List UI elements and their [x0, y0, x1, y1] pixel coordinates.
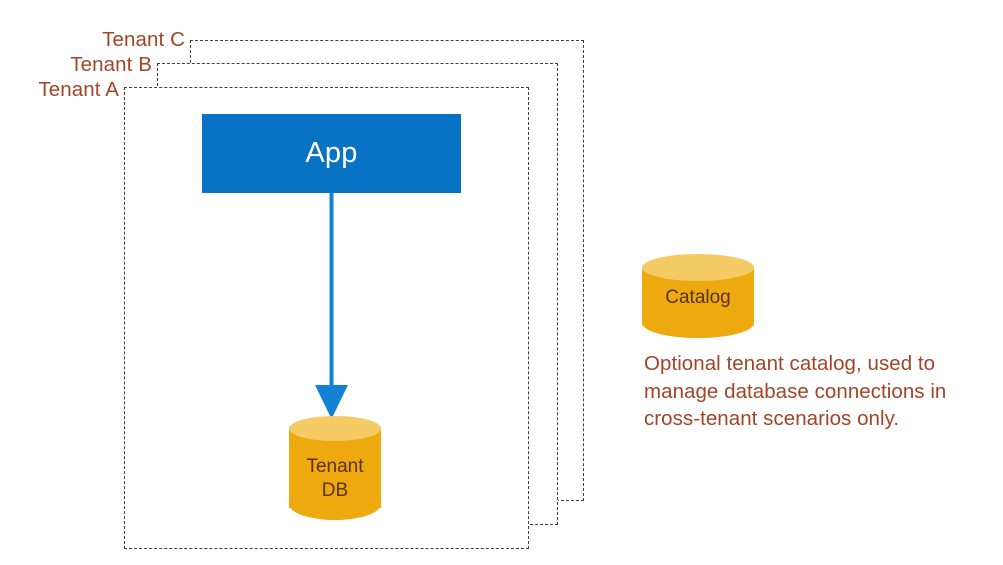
app-node-label: App	[305, 137, 358, 169]
tenant-db-label: Tenant DB	[289, 455, 381, 503]
arrow-down-icon	[315, 193, 348, 419]
catalog-cylinder: Catalog	[642, 254, 754, 338]
tenant-db-cylinder: Tenant DB	[289, 416, 381, 520]
cylinder-body-shape	[289, 428, 381, 508]
cylinder-top-shape	[289, 416, 381, 441]
tenant-db-label-line2: DB	[321, 480, 349, 501]
catalog-caption-line2: manage database connections in	[644, 379, 947, 403]
tenant-label-c: Tenant C	[102, 28, 185, 51]
app-to-tenant-db-arrow	[305, 193, 359, 421]
catalog-label: Catalog	[665, 287, 731, 308]
catalog-caption: Optional tenant catalog, used to manage …	[644, 350, 974, 433]
catalog-caption-line1: Optional tenant catalog, used to	[644, 352, 936, 375]
tenant-label-a: Tenant A	[38, 78, 119, 101]
catalog-caption-line3: cross-tenant scenarios only.	[644, 407, 900, 430]
tenant-db-label-line1: Tenant	[306, 456, 364, 477]
tenant-label-b: Tenant B	[70, 53, 152, 76]
cylinder-top-shape	[642, 254, 754, 281]
app-node: App	[202, 114, 461, 193]
